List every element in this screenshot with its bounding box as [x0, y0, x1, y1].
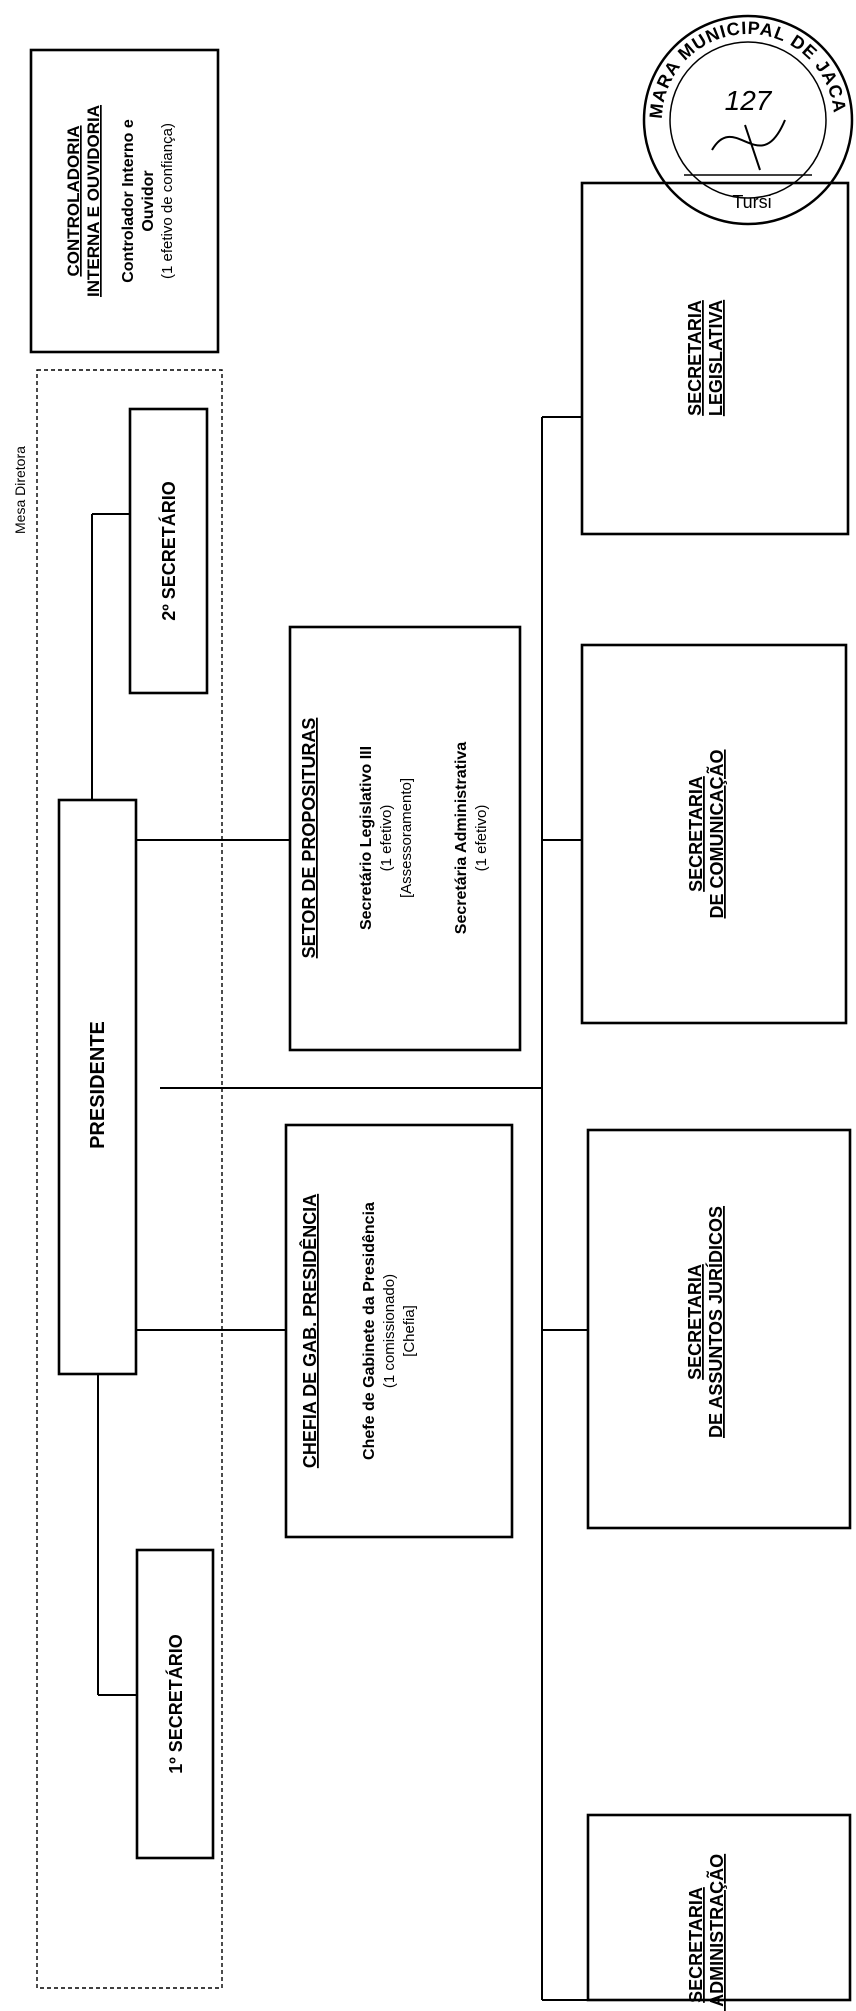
secretaria-administracao-box: SECRETARIA DE ADMINISTRAÇÃO	[586, 1813, 852, 2011]
secretaria-administracao-line-2: DE ADMINISTRAÇÃO	[706, 1854, 727, 2011]
connector-lines	[91, 416, 588, 2001]
secretaria-comunicacao-box: SECRETARIA DE COMUNICAÇÃO	[580, 643, 848, 1025]
secretaria-juridicos-line-1: SECRETARIA	[685, 1264, 705, 1380]
controladoria-line-1: Controlador Interno e	[120, 119, 137, 283]
controladoria-title-line-1: CONTROLADORIA	[64, 125, 83, 276]
secretaria-administracao-line-1: SECRETARIA	[686, 1887, 706, 2003]
primeiro-secretario-label: 1º SECRETÁRIO	[165, 1634, 186, 1774]
svg-text:Tursi: Tursi	[732, 192, 771, 212]
presidente-box: PRESIDENTE	[57, 798, 138, 1376]
secretaria-comunicacao-line-1: SECRETARIA	[686, 776, 706, 892]
chefia-gabinete-line-3: [Chefia]	[401, 1305, 418, 1357]
svg-text:127: 127	[725, 85, 773, 116]
setor-proposituras-box: SETOR DE PROPOSITURAS Secretário Legisla…	[288, 625, 522, 1052]
chefia-gabinete-title: CHEFIA DE GAB. PRESIDÊNCIA	[299, 1194, 320, 1468]
secretaria-legislativa-line-2: LEGISLATIVA	[706, 300, 726, 416]
secretaria-juridicos-line-2: DE ASSUNTOS JURÍDICOS	[705, 1206, 726, 1438]
secretaria-comunicacao-line-2: DE COMUNICAÇÃO	[706, 750, 727, 919]
setor-proposituras-line-5: (1 efetivo)	[473, 805, 490, 872]
setor-proposituras-line-1: Secretário Legislativo III	[358, 746, 375, 930]
secretaria-legislativa-box: SECRETARIA LEGISLATIVA	[580, 181, 850, 536]
controladoria-title-line-2: INTERNA E OUVIDORIA	[84, 105, 103, 297]
secretaria-juridicos-box: SECRETARIA DE ASSUNTOS JURÍDICOS	[586, 1128, 852, 1530]
primeiro-secretario-box: 1º SECRETÁRIO	[135, 1548, 215, 1860]
setor-proposituras-line-3: [Assessoramento]	[398, 778, 415, 898]
chefia-gabinete-box: CHEFIA DE GAB. PRESIDÊNCIA Chefe de Gabi…	[284, 1123, 514, 1539]
setor-proposituras-title: SETOR DE PROPOSITURAS	[299, 718, 319, 959]
secretaria-legislativa-line-1: SECRETARIA	[685, 300, 705, 416]
segundo-secretario-label: 2º SECRETÁRIO	[158, 481, 179, 621]
chefia-gabinete-line-1: Chefe de Gabinete da Presidência	[361, 1202, 378, 1460]
segundo-secretario-box: 2º SECRETÁRIO	[128, 407, 209, 695]
mesa-diretora-frame	[36, 369, 223, 1989]
controladoria-line-3: (1 efetivo de confiança)	[159, 123, 176, 279]
setor-proposituras-line-4: Secretária Administrativa	[453, 742, 470, 934]
chefia-gabinete-line-2: (1 comissionado)	[381, 1274, 398, 1388]
mesa-diretora-label: Mesa Diretora	[12, 446, 28, 534]
presidente-label: PRESIDENTE	[87, 1021, 109, 1149]
setor-proposituras-line-2: (1 efetivo)	[378, 805, 395, 872]
controladoria-box: CONTROLADORIA INTERNA E OUVIDORIA Contro…	[29, 48, 220, 354]
controladoria-line-2: Ouvidor	[140, 170, 157, 231]
